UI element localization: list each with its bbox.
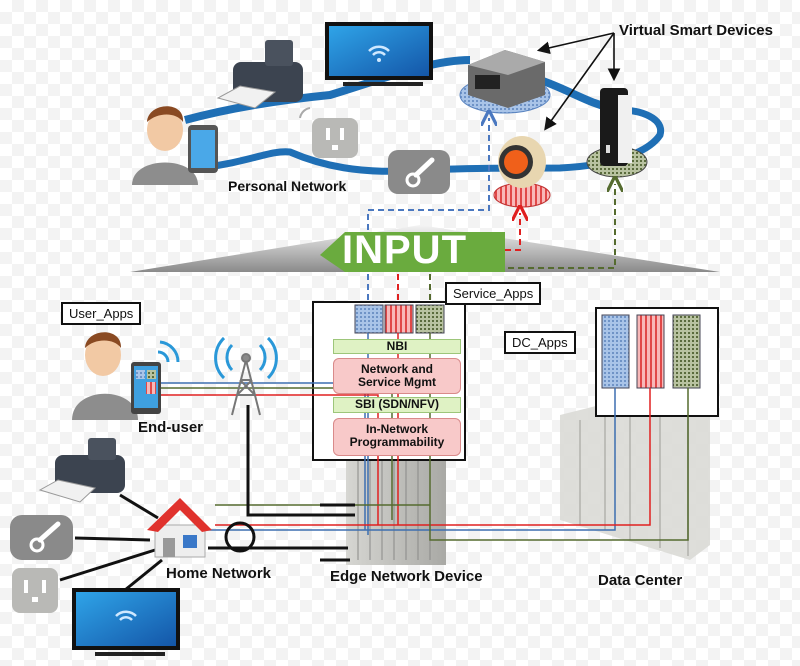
end-user-label: End-user xyxy=(138,419,204,436)
service-app-red xyxy=(384,304,414,334)
dc-app-green xyxy=(672,314,701,389)
home-tv-icon xyxy=(72,588,180,656)
edge-network-device-icon xyxy=(346,455,446,565)
tv-icon xyxy=(325,22,433,86)
edge-layer-network-service-mgmt: Network and Service Mgmt xyxy=(333,358,461,394)
smart-thermometer-icon xyxy=(388,150,450,194)
edge-layer-sbi: SBI (SDN/NFV) xyxy=(333,397,461,413)
edge-network-device-label: Edge Network Device xyxy=(330,568,483,585)
home-thermometer-icon xyxy=(10,515,73,560)
home-printer-icon xyxy=(38,438,125,503)
virtual-smart-devices-label: Virtual Smart Devices xyxy=(619,22,773,39)
input-arrow xyxy=(320,232,505,272)
dc-apps-callout: DC_Apps xyxy=(504,331,576,354)
dc-app-blue xyxy=(601,314,630,389)
input-dashed-lines xyxy=(367,118,615,300)
smart-plug-icon xyxy=(299,107,358,158)
virtual-devices-pointers xyxy=(536,32,621,131)
printer-icon xyxy=(216,40,303,109)
personal-network-label: Personal Network xyxy=(228,178,347,194)
home-network-label: Home Network xyxy=(166,565,272,582)
home-links xyxy=(59,405,355,592)
edge-layer-nbi: NBI xyxy=(333,339,461,354)
set-top-box-icon xyxy=(468,50,545,108)
data-center-label: Data Center xyxy=(598,572,683,589)
dc-app-red xyxy=(636,314,665,389)
service-apps-callout: Service_Apps xyxy=(445,282,542,305)
end-user-icon xyxy=(72,332,180,420)
thermostat-icon xyxy=(498,136,546,188)
cell-tower-icon xyxy=(214,336,278,416)
service-app-blue xyxy=(354,304,384,334)
service-app-green xyxy=(415,304,445,334)
input-arrow-label: INPUT xyxy=(342,228,467,272)
user-apps-callout: User_Apps xyxy=(61,302,142,325)
storage-drive-icon xyxy=(600,88,632,166)
edge-layer-in-network-programmability: In-Network Programmability xyxy=(333,418,461,456)
home-smart-plug-icon xyxy=(12,568,58,613)
personal-user-icon xyxy=(132,106,218,185)
home-house-icon xyxy=(147,498,212,558)
